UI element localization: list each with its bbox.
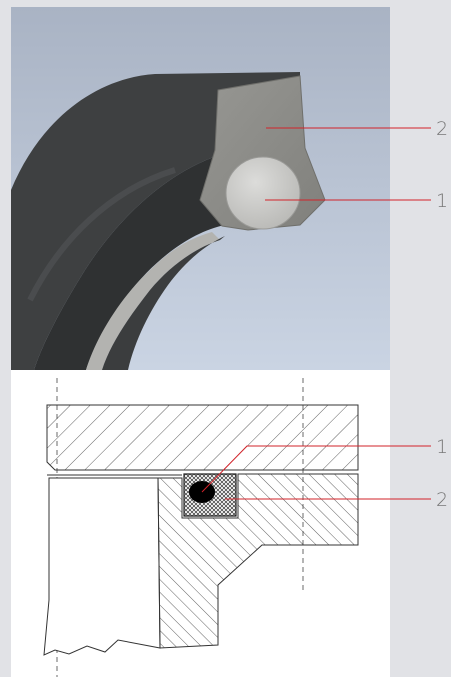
seal-bevel-edge [27, 167, 176, 302]
seal-lip-strip [86, 232, 220, 370]
seal-inner-band [34, 150, 240, 370]
seal-section-drawing [11, 370, 390, 677]
render-callout-1: 1 [265, 190, 448, 212]
section-callout-1: 1 [201, 436, 448, 493]
housing-section [46, 404, 359, 471]
seal-inner-lip [102, 236, 225, 370]
rod-section [43, 477, 161, 656]
section-callout-2: 2 [225, 489, 448, 511]
callout-number: 2 [436, 118, 448, 140]
seal-3d-render [11, 7, 390, 370]
render-callout-2: 2 [266, 118, 448, 140]
gland-section [157, 473, 359, 649]
leader-line [201, 445, 431, 493]
callout-number: 1 [436, 190, 448, 212]
o-ring-section [225, 156, 301, 230]
callout-number: 1 [436, 436, 448, 458]
callout-number: 2 [436, 489, 448, 511]
